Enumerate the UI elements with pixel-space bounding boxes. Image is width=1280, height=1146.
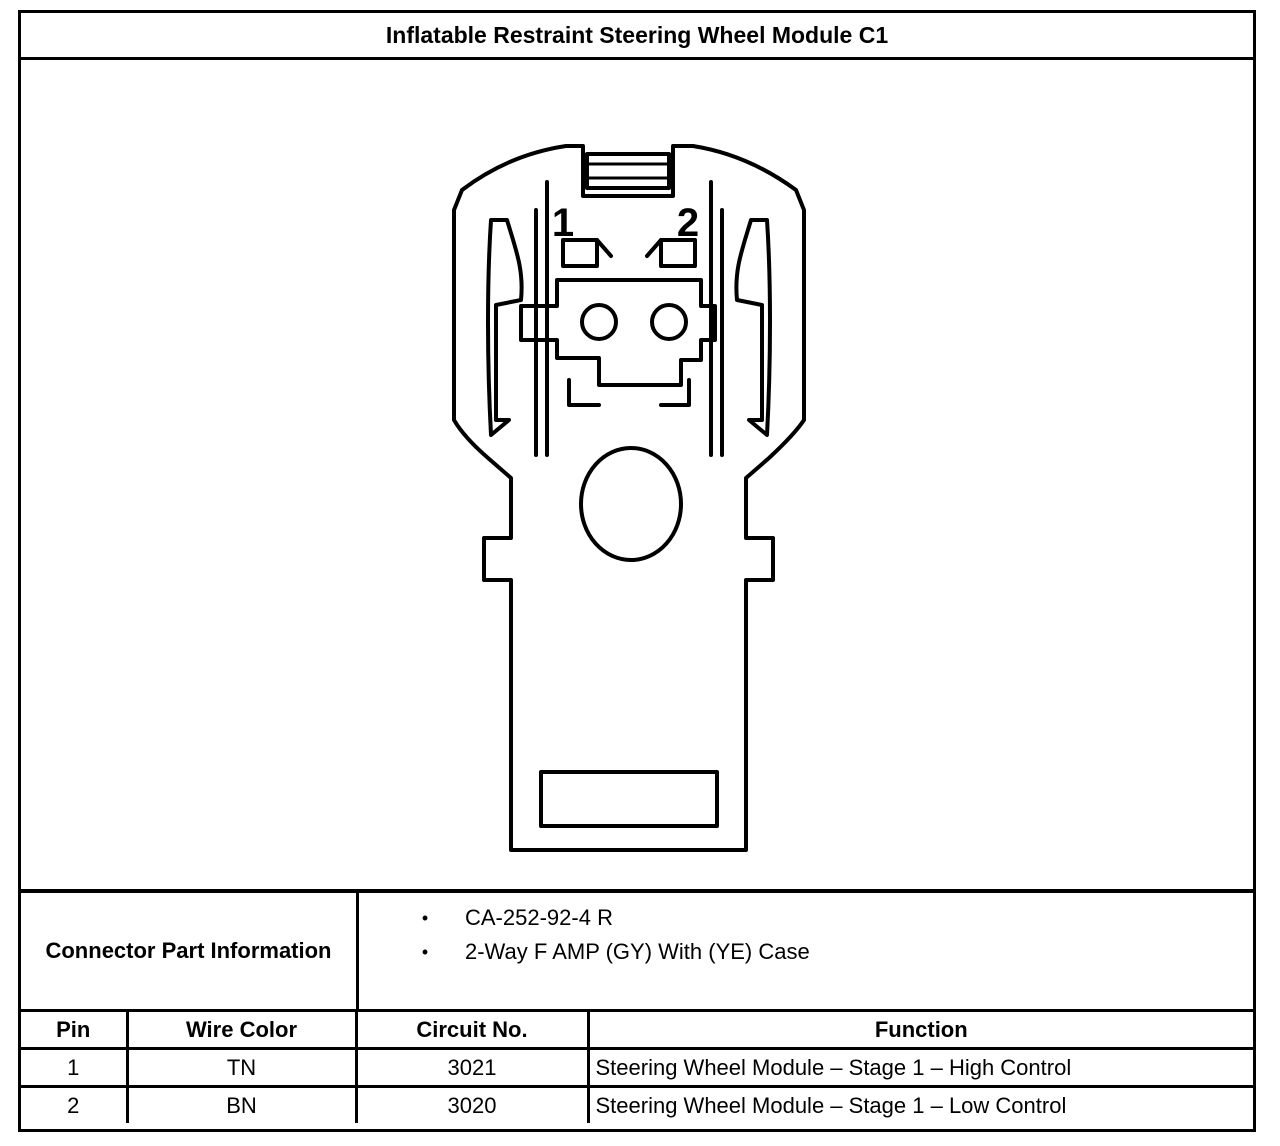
pin-table: Pin Wire Color Circuit No. Function 1 TN… xyxy=(21,1012,1253,1123)
function-cell: Steering Wheel Module – Stage 1 – High C… xyxy=(586,1047,1253,1088)
connector-drawing-area: 1 2 xyxy=(21,60,1253,893)
connector-description: 2-Way F AMP (GY) With (YE) Case xyxy=(465,939,810,964)
bullet-icon: • xyxy=(421,942,429,962)
connector-part-info-label: Connector Part Information xyxy=(21,893,359,1009)
pin-header: Pin xyxy=(21,1012,129,1050)
table-row: 1 TN 3021 Steering Wheel Module – Stage … xyxy=(21,1047,1253,1088)
label-window xyxy=(539,770,719,828)
left-lock-arm xyxy=(486,218,524,437)
wire-color-cell: TN xyxy=(125,1047,358,1088)
pin-2-cavity xyxy=(659,238,697,268)
pin-cell: 1 xyxy=(21,1047,129,1088)
pin-1-label: 1 xyxy=(552,201,574,245)
list-item: • CA-252-92-4 R xyxy=(359,901,1253,935)
circuit-cell: 3021 xyxy=(354,1047,590,1088)
connector-part-info-row: Connector Part Information • CA-252-92-4… xyxy=(21,893,1253,1012)
pin-1-terminal xyxy=(580,303,618,341)
table-header-row: Pin Wire Color Circuit No. Function xyxy=(21,1012,1253,1050)
terminal-block xyxy=(519,278,717,387)
center-post xyxy=(579,446,683,562)
function-cell: Steering Wheel Module – Stage 1 – Low Co… xyxy=(586,1085,1253,1123)
pin-1-cavity xyxy=(561,238,599,268)
right-lock-arm xyxy=(734,218,772,437)
connector-housing-outline xyxy=(452,144,806,852)
circuit-cell: 3020 xyxy=(354,1085,590,1123)
connector-sheet: Inflatable Restraint Steering Wheel Modu… xyxy=(18,10,1256,1132)
circuit-header: Circuit No. xyxy=(354,1012,590,1050)
wire-color-cell: BN xyxy=(125,1085,358,1123)
wire-color-header: Wire Color xyxy=(125,1012,358,1050)
pin-2-label: 2 xyxy=(677,201,699,245)
part-number: CA-252-92-4 R xyxy=(465,905,613,930)
pin-cell: 2 xyxy=(21,1085,129,1123)
latch-tab xyxy=(585,152,671,190)
function-header: Function xyxy=(586,1012,1253,1050)
page-title: Inflatable Restraint Steering Wheel Modu… xyxy=(21,13,1253,60)
connector-part-info-list: • CA-252-92-4 R • 2-Way F AMP (GY) With … xyxy=(359,901,1253,969)
bullet-icon: • xyxy=(421,908,429,928)
list-item: • 2-Way F AMP (GY) With (YE) Case xyxy=(359,935,1253,969)
table-row: 2 BN 3020 Steering Wheel Module – Stage … xyxy=(21,1085,1253,1123)
pin-2-terminal xyxy=(650,303,688,341)
connector-face-diagram: 1 2 xyxy=(452,144,806,852)
